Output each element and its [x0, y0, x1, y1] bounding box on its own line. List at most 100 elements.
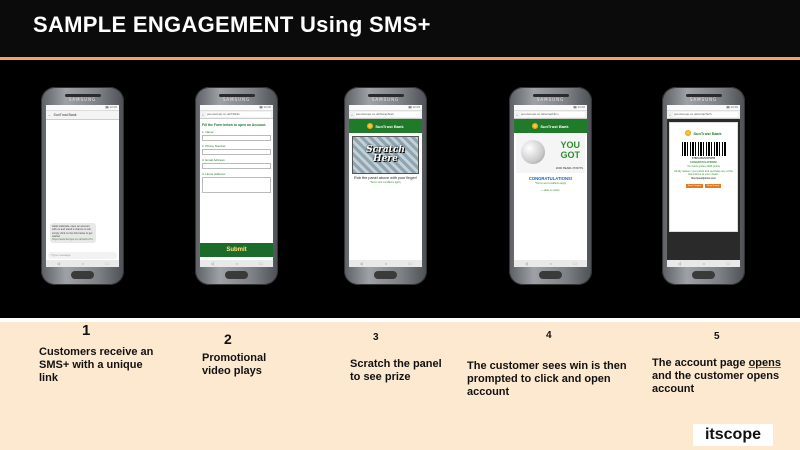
prize-reveal: YOU GOT 2000 PEARL POINTS	[516, 133, 585, 173]
home-nav-icon[interactable]: ○	[235, 261, 239, 266]
home-nav-icon[interactable]: ○	[549, 261, 553, 266]
status-bar: ▮▮ 12:00	[514, 105, 587, 111]
home-nav-icon[interactable]: ○	[702, 261, 706, 266]
email-label: 3. Email Address:	[202, 158, 226, 162]
shop-promo-button[interactable]: Shop Promo	[705, 184, 722, 189]
points-line: You have gotten 2000 points	[687, 165, 720, 169]
header-bar: SAMPLE ENGAGEMENT Using SMS+	[0, 0, 800, 57]
bank-header: SunTrust Bank	[670, 126, 737, 140]
barcode-image	[681, 142, 726, 156]
browser-url-bar: ⌂ pos-itscope.co.uk/ScrapNum	[349, 111, 422, 119]
url-field[interactable]: pos-itscope.co.uk/scrapTech	[672, 112, 738, 117]
android-nav-bar: ◁ ○ □	[514, 260, 587, 267]
slide-to-claim[interactable]: » slide to claim	[541, 188, 560, 192]
save-coupon-button[interactable]: Save Coupon	[685, 184, 704, 189]
phone-home-button[interactable]	[225, 271, 248, 279]
step-4-text: The customer sees win is then prompted t…	[467, 360, 627, 398]
phone-brand: SAMSUNG	[68, 97, 97, 102]
phone-speaker	[368, 94, 404, 97]
phone-screen: ▮▮ 12:00 ⌂ pos-itscope.co.uk/scrapNum Su…	[514, 105, 587, 267]
bank-header: SunTrust Bank	[349, 119, 422, 133]
back-icon[interactable]: ←	[48, 113, 52, 117]
congrats-text: CONGRATULATIONS!	[528, 176, 573, 181]
points-text: 2000 PEARL POINTS	[555, 166, 583, 170]
phone-account: SAMSUNG ▮▮ 12:00 ⌂ pos-itscope.co.uk/scr…	[662, 87, 745, 285]
step-2-number: 2	[224, 331, 232, 347]
recent-nav-icon[interactable]: □	[408, 261, 412, 266]
address-field[interactable]	[202, 177, 271, 193]
android-nav-bar: ◁ ○ □	[46, 260, 119, 267]
phone-brand: SAMSUNG	[689, 97, 718, 102]
sms-unique-link[interactable]: https://www.itscope.co.uk/nsibmc7e	[52, 238, 93, 242]
email-field[interactable]	[202, 163, 271, 169]
sms-contact-name: SunTrust Bank	[53, 113, 77, 117]
home-nav-icon[interactable]: ○	[384, 261, 388, 266]
prize-headline: YOU GOT	[560, 140, 580, 160]
page-title: SAMPLE ENGAGEMENT Using SMS+	[33, 12, 431, 37]
phone-speaker	[65, 94, 101, 97]
divider-line	[0, 57, 800, 60]
recent-nav-icon[interactable]: □	[726, 261, 730, 266]
step-5-number: 5	[714, 331, 720, 342]
phone-win: SAMSUNG ▮▮ 12:00 ⌂ pos-itscope.co.uk/scr…	[509, 87, 592, 285]
home-icon[interactable]: ⌂	[669, 112, 671, 117]
coupon-actions: Save Coupon Shop Promo	[670, 184, 737, 189]
form-title: Fill the Form below to open an Account.	[202, 123, 267, 127]
home-icon[interactable]: ⌂	[202, 112, 204, 117]
phone-brand: SAMSUNG	[371, 97, 400, 102]
step-5-text-pre: The account page	[652, 357, 749, 369]
back-nav-icon[interactable]: ◁	[210, 261, 214, 266]
back-nav-icon[interactable]: ◁	[359, 261, 363, 266]
scratch-text-1: Scratch	[366, 145, 405, 155]
status-bar: ▮▮ 12:00	[667, 105, 740, 111]
recent-nav-icon[interactable]: □	[259, 261, 263, 266]
url-field[interactable]: pos-itscope.co.uk/Tidbits	[205, 112, 271, 117]
phone-screen: ▮▮ 12:00 ⌂ pos-itscope.co.uk/ScrapNum Su…	[349, 105, 422, 267]
url-field[interactable]: pos-itscope.co.uk/ScrapNum	[354, 112, 420, 117]
phone-screen: ▮▮ 12:00 ⌂ pos-itscope.co.uk/scrapTech S…	[667, 105, 740, 267]
phones-stage: SAMSUNG ▮▮ 12:00 ← SunTrust Bank Hello G…	[0, 60, 800, 318]
bank-name: SunTrust Bank	[540, 123, 569, 129]
step-5-text-underlined: opens	[748, 357, 781, 369]
browser-url-bar: ⌂ pos-itscope.co.uk/scrapTech	[667, 111, 740, 119]
terms-note: *Terms and conditions apply.	[369, 181, 402, 185]
back-nav-icon[interactable]: ◁	[56, 261, 60, 266]
account-card: SunTrust Bank 5T8PL6BL5OP5055 CONGRATULA…	[669, 122, 738, 232]
redeem-line: Kindly redeem your points and purchase a…	[674, 169, 733, 176]
scratch-panel[interactable]: Scratch Here	[352, 136, 419, 174]
step-1-text: Customers receive an SMS+ with a unique …	[39, 346, 154, 384]
back-nav-icon[interactable]: ◁	[524, 261, 528, 266]
name-field[interactable]	[202, 135, 271, 141]
section-divider	[0, 318, 800, 322]
recent-nav-icon[interactable]: □	[105, 261, 109, 266]
phone-home-button[interactable]	[71, 271, 94, 279]
recent-nav-icon[interactable]: □	[573, 261, 577, 266]
home-nav-icon[interactable]: ○	[81, 261, 85, 266]
bank-name: SunTrust Bank	[693, 130, 722, 136]
home-icon[interactable]: ⌂	[351, 112, 353, 117]
name-label: 1. Name:	[202, 130, 215, 134]
phone-home-button[interactable]	[374, 271, 397, 279]
you-text: YOU	[560, 140, 580, 150]
phone-screen: ▮▮ 12:00 ← SunTrust Bank Hello Gabriella…	[46, 105, 119, 267]
android-nav-bar: ◁ ○ □	[349, 260, 422, 267]
phone-form: SAMSUNG ▮▮ 12:00 ⌂ pos-itscope.co.uk/Tid…	[195, 87, 278, 285]
phone-speaker	[533, 94, 569, 97]
android-nav-bar: ◁ ○ □	[200, 260, 273, 267]
back-nav-icon[interactable]: ◁	[677, 261, 681, 266]
step-5-text: The account page opens and the customer …	[652, 357, 790, 396]
home-icon[interactable]: ⌂	[516, 112, 518, 117]
sms-message-text: Hello Gabriella, open an account with us…	[52, 225, 93, 238]
phone-home-button[interactable]	[692, 271, 715, 279]
step-1-number: 1	[82, 322, 91, 339]
phone-home-button[interactable]	[539, 271, 562, 279]
android-nav-bar: ◁ ○ □	[667, 260, 740, 267]
address-label: 4. Home Address:	[202, 172, 226, 176]
url-field[interactable]: pos-itscope.co.uk/scrapNum	[519, 112, 585, 117]
sms-input[interactable]: Type message	[48, 252, 117, 259]
scratch-text-2: Here	[373, 154, 398, 164]
submit-button[interactable]: Submit	[200, 243, 273, 257]
bank-logo-icon	[685, 130, 692, 136]
pearl-link[interactable]: http://pearlpoints.com	[691, 177, 716, 181]
phone-field[interactable]	[202, 149, 271, 155]
